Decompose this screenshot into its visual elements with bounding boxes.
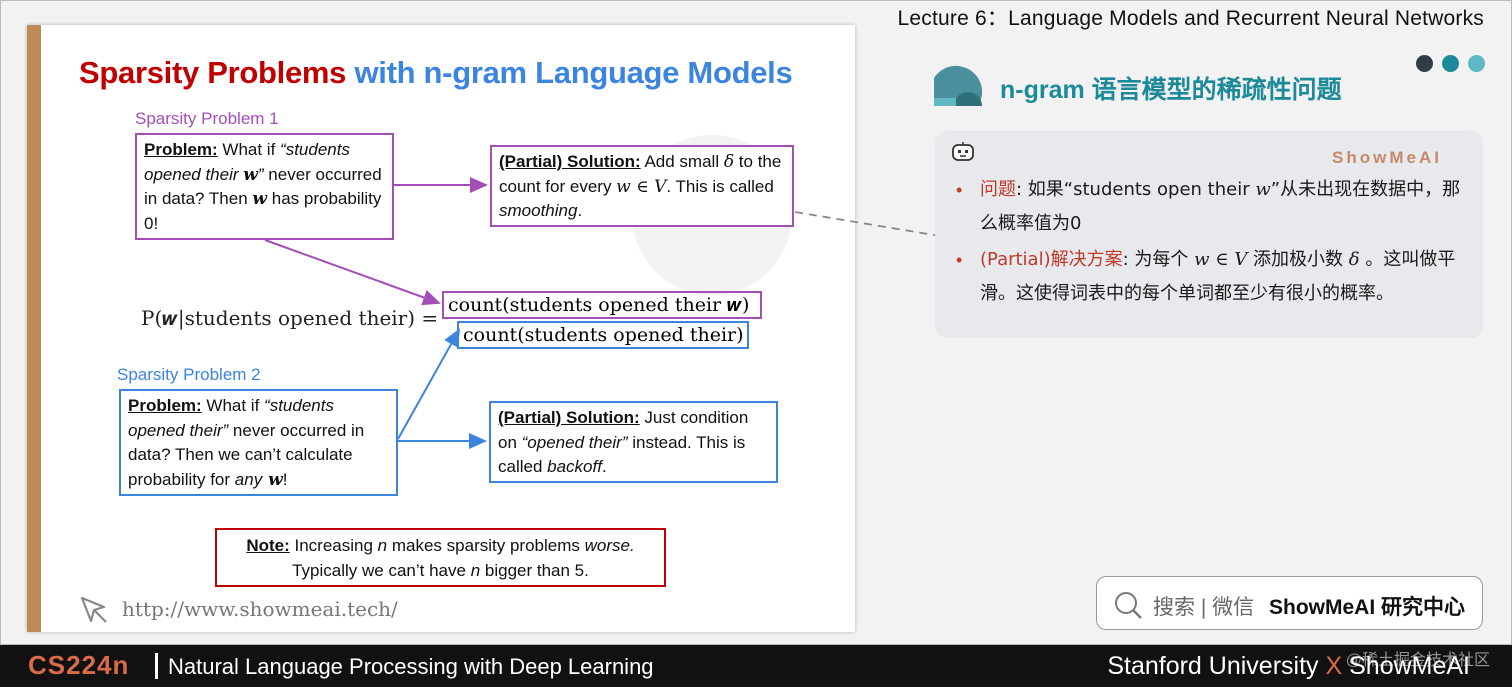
- lecture-title: Lecture 6：Language Models and Recurrent …: [897, 7, 1484, 30]
- solution-2-box: (Partial) Solution: Just condition on “o…: [489, 401, 778, 483]
- solution-2-backoff: backoff: [547, 457, 602, 476]
- note-keyword: Note:: [246, 536, 290, 555]
- solution-2-period: .: [601, 457, 607, 476]
- solution-1-box: (Partial) Solution: Add small δ to the c…: [490, 145, 794, 227]
- problem-1-w: w: [243, 164, 258, 185]
- dashed-connector: [795, 211, 940, 237]
- formula-numerator: count(students opened their 𝒘): [442, 291, 762, 319]
- problem-2-box: Problem: What if “students opened their”…: [119, 389, 398, 496]
- note-text-2: makes sparsity problems: [387, 536, 585, 555]
- problem-1-quote-end: ”: [257, 164, 264, 184]
- slide-accent-bar: [27, 25, 41, 632]
- arrows-overlay: [264, 177, 488, 449]
- sparsity-problem-1-label: Sparsity Problem 1: [135, 109, 279, 128]
- solution-1-text-2: to the count for every: [499, 152, 782, 196]
- cursor-icon: [80, 596, 107, 623]
- problem-2-w: w: [262, 469, 283, 490]
- bullet-1-text-2: ”从未出现在数据中，那么概率值为0: [980, 179, 1461, 234]
- slide-title-blue: with n-gram Language Models: [346, 55, 793, 90]
- solution-2-text: Just condition on: [498, 408, 749, 452]
- search-text: 搜索 | 微信: [1153, 596, 1255, 619]
- solution-1-delta: δ: [723, 152, 735, 172]
- search-icon: [1115, 592, 1142, 619]
- solution-1-smoothing: smoothing: [499, 201, 578, 220]
- footer-brand: ShowMeAI: [1349, 652, 1470, 680]
- university-name: Stanford University: [1107, 652, 1319, 680]
- slide: Sparsity Problems with n-gram Language M…: [27, 25, 855, 632]
- footer-university: Stanford University X ShowMeAI: [1107, 652, 1470, 681]
- card-bullet-problem: 问题: 如果“students open their w”从未出现在数据中，那么…: [980, 173, 1470, 241]
- solution-1-text-3: . This is called: [666, 176, 774, 196]
- bullet-2-wv: w ∈ V: [1194, 249, 1248, 270]
- footer-divider: [155, 653, 158, 679]
- solution-2-quote: “opened their”: [521, 432, 628, 452]
- note-worse: worse.: [584, 536, 635, 555]
- lecture-frame: Sparsity Problems with n-gram Language M…: [0, 0, 1512, 645]
- footer-x: X: [1318, 652, 1350, 680]
- problem-1-text-2: never occurred in data? Then: [144, 164, 382, 209]
- bullet-1-text: : 如果“students open their: [1016, 179, 1256, 200]
- solution-2-text-2: instead. This is called: [498, 432, 746, 477]
- section-title: n-gram 语言模型的稀疏性问题: [1000, 76, 1342, 104]
- bullet-dot: •: [956, 180, 963, 200]
- problem-1-text-3: has probability 0!: [144, 189, 382, 233]
- showmeai-url[interactable]: http://www.showmeai.tech/: [122, 597, 398, 621]
- bullet-2-text-2: 添加极小数: [1247, 249, 1349, 270]
- footer-credit: @稀土掘金技术社区: [1345, 652, 1490, 669]
- note-text-4: bigger than 5.: [480, 560, 589, 580]
- robot-icon: [952, 142, 974, 161]
- bullet-2-delta: δ: [1348, 249, 1360, 270]
- bullet-1-w: w: [1255, 179, 1271, 200]
- problem-1-quote: “students opened their: [144, 140, 350, 184]
- bullet-dot: •: [956, 250, 963, 270]
- problem-2-any: any: [234, 469, 263, 489]
- card-bullet-solution: (Partial)解决方案: 为每个 w ∈ V 添加极小数 δ 。这叫做平滑。…: [980, 243, 1470, 311]
- dot-dark: [1416, 55, 1433, 72]
- problem-2-exclaim: !: [282, 469, 288, 489]
- card-brand: ShowMeAI: [1332, 148, 1442, 167]
- search-brand: ShowMeAI 研究中心: [1269, 596, 1466, 619]
- footer-bar: CS224n Natural Language Processing with …: [0, 645, 1512, 687]
- slide-title-red: Sparsity Problems: [79, 55, 347, 90]
- note-text-3: Typically we can’t have: [292, 560, 471, 580]
- arrow-problem1-to-numerator: [264, 239, 441, 306]
- course-name: Natural Language Processing with Deep Le…: [168, 654, 654, 679]
- problem-2-text-2: never occurred in data? Then we can’t ca…: [128, 420, 365, 489]
- problem-2-quote: “students opened their”: [128, 396, 334, 440]
- solution-1-wv: w ∈ V: [616, 176, 667, 197]
- course-code: CS224n: [28, 650, 130, 680]
- translation-card: [935, 131, 1483, 338]
- problem-2-keyword: Problem:: [128, 396, 202, 415]
- section-icon: [934, 65, 983, 106]
- note-n: n: [377, 536, 388, 555]
- bullet-1-label: 问题: [980, 179, 1016, 200]
- bullet-2-text-3: 。这叫做平滑。这使得词表中的每个单词都至少有很小的概率。: [980, 249, 1456, 304]
- problem-2-text: What if: [201, 396, 265, 415]
- arrow-problem2-to-denominator: [397, 328, 460, 440]
- bullet-2-label: (Partial)解决方案: [980, 249, 1123, 270]
- problem-1-w2: w: [252, 189, 268, 209]
- problem-1-keyword: Problem:: [144, 140, 218, 159]
- solution-1-text: Add small: [640, 152, 724, 171]
- sparsity-problem-2-label: Sparsity Problem 2: [117, 365, 261, 384]
- solution-1-period: .: [577, 201, 583, 220]
- slide-title: Sparsity Problems with n-gram Language M…: [79, 55, 793, 91]
- note-box: Note: Increasing n makes sparsity proble…: [215, 528, 666, 587]
- dot-light-teal: [1468, 55, 1485, 72]
- decor-dots: [1416, 55, 1486, 73]
- note-n2: n: [470, 560, 481, 580]
- formula-denominator: count(students opened their): [457, 321, 749, 349]
- bullet-2-text: : 为每个: [1122, 249, 1195, 270]
- wechat-search-box[interactable]: 搜索 | 微信 ShowMeAI 研究中心: [1096, 576, 1483, 630]
- formula-lhs: P(𝒘|students opened their) =: [141, 306, 439, 330]
- note-text: Increasing: [289, 536, 378, 555]
- solution-1-keyword: (Partial) Solution:: [499, 152, 641, 171]
- problem-1-box: Problem: What if “students opened their …: [135, 133, 394, 240]
- solution-2-keyword: (Partial) Solution:: [498, 408, 640, 427]
- dot-teal: [1442, 55, 1459, 72]
- problem-1-text: What if: [217, 140, 281, 159]
